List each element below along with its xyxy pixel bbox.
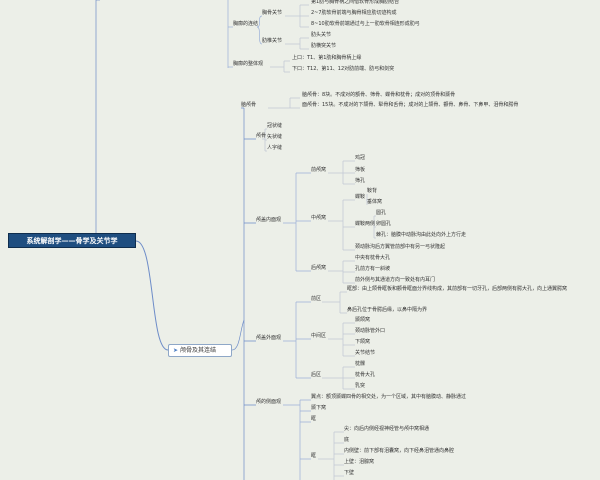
connector-line [373, 215, 376, 239]
mindmap-node[interactable]: 颅盖内面观 [256, 217, 282, 223]
mindmap-node[interactable]: 后颅窝 [311, 265, 327, 271]
mindmap-node[interactable]: 枕骨大孔 [355, 372, 376, 378]
mindmap-node[interactable]: 翼点：额顶颞蝶四骨的相交处，为一个区域，其中有脑膜动、静脉通过 [311, 394, 467, 400]
connector-line [241, 107, 256, 406]
mindmap-node[interactable]: 下壁 [344, 470, 355, 476]
mindmap-node[interactable]: 下口：T12、第11、12对肋前端、肋弓和剑突 [292, 66, 395, 72]
mindmap-node[interactable]: 中央有枕骨大孔 [355, 255, 391, 261]
mindmap-node[interactable]: 眶 [311, 416, 317, 422]
connector-line [328, 260, 355, 284]
main-branch-label: 颅骨及其连结 [180, 347, 217, 354]
mindmap-node[interactable]: 孔前方有一斜坡 [355, 266, 391, 272]
mindmap-node[interactable]: 颞颌窝 [355, 317, 371, 323]
mindmap-node[interactable]: 人字缝 [267, 145, 283, 151]
mindmap-node[interactable]: 垂体窝 [367, 199, 383, 205]
connector-line [322, 366, 355, 390]
connector-line [135, 240, 169, 351]
connector-line [318, 431, 344, 480]
mindmap-node[interactable]: 肋横突关节 [311, 43, 337, 49]
mindmap-node[interactable]: 关节结节 [355, 350, 376, 356]
mindmap-node[interactable]: 圆孔 [376, 210, 387, 216]
mindmap-node[interactable]: 鸡冠 [355, 155, 366, 161]
mindmap-node[interactable]: 冠状缝 [267, 123, 283, 129]
mindmap-node[interactable]: 脑颅骨：8块。不成对的额骨、筛骨、蝶骨和枕骨；成对的顶骨和颞骨 [302, 92, 456, 98]
mindmap-node[interactable]: 颈动脉管外口 [355, 328, 386, 334]
mindmap-node[interactable]: 胸骨关节 [262, 10, 283, 16]
main-branch-node[interactable]: ➤颅骨及其连结 [168, 344, 232, 357]
mindmap-node[interactable]: 棘孔：脑膜中动脉沟由此处向外上方行走 [376, 232, 467, 238]
connector-line [270, 60, 290, 73]
connector-line [283, 301, 311, 379]
mindmap-node[interactable]: 蝶鞍两侧 [355, 221, 376, 227]
mindmap-node[interactable]: 筛孔 [355, 178, 366, 184]
mindmap-node[interactable]: 中间区 [311, 333, 327, 339]
mindmap-node[interactable]: 肋椎关节 [262, 38, 283, 44]
connector-line [322, 291, 347, 314]
connector-line [256, 15, 263, 28]
send-icon: ➤ [173, 347, 179, 354]
mindmap-node[interactable]: 肋头关节 [311, 32, 332, 38]
mindmap-node[interactable]: 尖：向后内侧经视神经管与颅中窝相通 [344, 426, 430, 432]
root-node[interactable]: 系统解剖学——骨学及关节学 [8, 233, 136, 248]
mindmap-node[interactable]: 胸廓的连结 [233, 21, 259, 27]
connector-line [328, 322, 355, 357]
connector-line [256, 26, 263, 45]
mindmap-node[interactable]: 颈动脉沟后方翼管前部中有另一弓状隆起 [355, 244, 446, 250]
mindmap-node[interactable]: 2~7肋软骨前端与胸骨相应肋切迹构成 [311, 10, 397, 16]
mindmap-node[interactable]: 乳突 [355, 383, 366, 389]
mindmap-node[interactable]: 前颅窝 [311, 167, 327, 173]
mindmap-node[interactable]: 颅盖外面观 [256, 335, 282, 341]
mindmap-node[interactable]: 颅的侧面观 [256, 399, 282, 405]
mindmap-node[interactable]: 颅骨 [256, 133, 267, 139]
mindmap-node[interactable]: 蝶鞍 [355, 194, 366, 200]
connector-line [283, 172, 311, 272]
mindmap-node[interactable]: 上口：T1、第1肋和胸骨柄上缘 [292, 55, 362, 61]
mindmap-node[interactable]: 眶部：由上颌骨眶板和颧骨眶面分界线构成，其前部有一切牙孔，后部两侧有腭大孔，向上… [347, 286, 568, 292]
connector-line [328, 160, 355, 185]
connector-line [268, 97, 300, 109]
mindmap-node[interactable]: 颞下窝 [311, 405, 327, 411]
mindmap-node[interactable]: 第1肋与胸骨柄之间借软骨形成胸肋结合 [311, 0, 400, 5]
mindmap-node[interactable]: 上壁：泪腺窝 [344, 459, 375, 465]
connector-line [262, 128, 267, 152]
mindmap-node[interactable]: 脑颅骨 [241, 102, 257, 108]
connector-line [300, 4, 309, 28]
mindmap-node[interactable]: 前外侧与其通道方向一致处有内耳门 [355, 277, 436, 283]
mindmap-node[interactable]: 鞍背 [367, 188, 378, 194]
mindmap-node[interactable]: 矢状缝 [267, 134, 283, 140]
mindmap-node[interactable]: 前区 [311, 296, 322, 302]
mindmap-node[interactable]: 胸廓的整体观 [233, 61, 264, 67]
mindmap-node[interactable]: 8~10肋软骨前端通过与上一肋软骨相连形成肋弓 [311, 21, 420, 27]
mindmap-node[interactable]: 面颅骨：15块。不成对的下颌骨、犁骨和舌骨；成对的上颌骨、颧骨、鼻骨、下鼻甲、泪… [302, 102, 519, 108]
mindmap-node[interactable]: 后区 [311, 372, 322, 378]
connector-line [283, 399, 311, 480]
mindmap-node[interactable]: 筛板 [355, 167, 366, 173]
mindmap-node[interactable]: 中颅窝 [311, 215, 327, 221]
mindmap-node[interactable]: 卵圆孔 [376, 221, 392, 227]
connector-line [285, 37, 309, 50]
connector-line [328, 199, 355, 251]
mindmap-node[interactable]: 鼻后孔位于骨腭后缘，以鼻中隔为界 [347, 307, 428, 313]
mindmap-node[interactable]: 底 [344, 437, 350, 443]
mindmap-node[interactable]: 下颌窝 [355, 339, 371, 345]
connector-line [366, 194, 368, 205]
mindmap-node[interactable]: 内侧壁：前下部有泪囊窝，向下经鼻泪管通向鼻腔 [344, 448, 455, 454]
mindmap-node[interactable]: 枕髁 [355, 361, 366, 367]
mindmap-node[interactable]: 眶 [311, 453, 317, 459]
connector-line [231, 319, 245, 351]
